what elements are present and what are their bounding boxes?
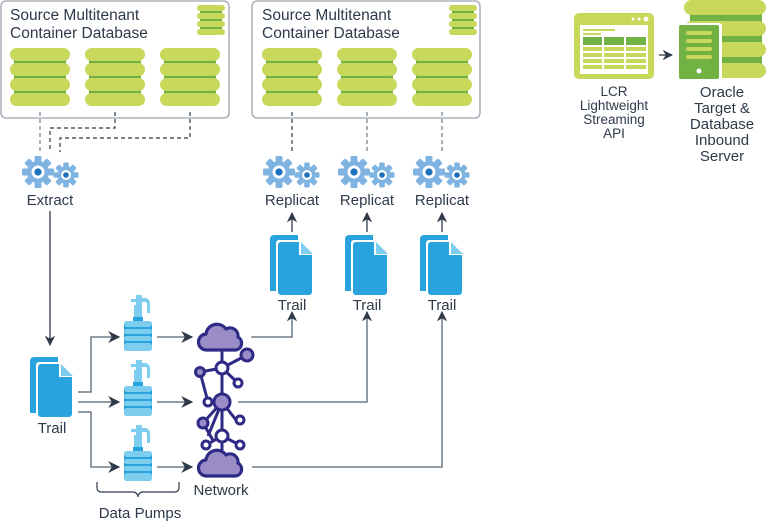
container-title-line1: Source Multitenant bbox=[262, 7, 392, 24]
pdb-to-extract-connectors bbox=[39, 112, 191, 152]
pdb-icon bbox=[412, 48, 472, 106]
extract-process: Extract bbox=[22, 156, 79, 209]
data-pumps: Data Pumps bbox=[96, 295, 182, 522]
source-container-1: Source Multitenant Container Database bbox=[0, 0, 230, 119]
oracle-label-line2: Target & bbox=[694, 100, 750, 117]
connector-line bbox=[251, 315, 293, 338]
network-icon bbox=[194, 322, 255, 478]
connector-arrow bbox=[78, 411, 121, 473]
gear-icon bbox=[22, 156, 79, 188]
document-icon bbox=[30, 357, 73, 417]
data-pump-icon bbox=[124, 295, 152, 351]
replicat-3: Replicat bbox=[413, 156, 470, 209]
connector-arrow bbox=[78, 331, 121, 393]
cdb-icon bbox=[197, 5, 225, 35]
data-pump-icon bbox=[124, 360, 152, 416]
oracle-label-line3: Database bbox=[690, 116, 754, 133]
oracle-label-line5: Server bbox=[700, 148, 744, 165]
document-icon bbox=[345, 235, 388, 295]
pdb-icon bbox=[85, 48, 145, 106]
pdb-icon bbox=[337, 48, 397, 106]
oracle-label-line4: Inbound bbox=[695, 132, 749, 149]
network: Network bbox=[193, 322, 255, 499]
network-label: Network bbox=[193, 482, 249, 499]
gear-icon bbox=[263, 156, 320, 188]
dashed-connector bbox=[49, 112, 116, 152]
pdb-icon bbox=[160, 48, 220, 106]
trail-to-pumps-connectors bbox=[78, 331, 121, 473]
extract-label: Extract bbox=[27, 192, 75, 209]
document-icon bbox=[270, 235, 313, 295]
target-trail-2: Trail bbox=[345, 235, 388, 314]
gear-icon bbox=[338, 156, 395, 188]
source-container-2: Source Multitenant Container Database bbox=[251, 0, 481, 119]
replicat-label: Replicat bbox=[340, 192, 395, 209]
replicat-label: Replicat bbox=[415, 192, 470, 209]
oracle-target: Oracle Target & Database Inbound Server bbox=[676, 0, 766, 165]
trail-label: Trail bbox=[353, 297, 382, 314]
gear-icon bbox=[413, 156, 470, 188]
data-pump-icon bbox=[124, 425, 152, 481]
pdb-icon bbox=[10, 48, 70, 106]
connector-line bbox=[238, 316, 368, 403]
document-icon bbox=[420, 235, 463, 295]
trail-label: Trail bbox=[38, 420, 67, 437]
pumps-to-network-connectors bbox=[157, 331, 194, 473]
brace bbox=[96, 482, 180, 498]
container-title-line1: Source Multitenant bbox=[10, 7, 140, 24]
replicat-2: Replicat bbox=[338, 156, 395, 209]
cdb-icon bbox=[449, 5, 477, 35]
target-trail-3: Trail bbox=[420, 235, 463, 314]
oracle-label-line1: Oracle bbox=[700, 84, 744, 101]
data-pumps-label: Data Pumps bbox=[99, 505, 182, 522]
lcr-label-line2: Lightweight bbox=[580, 98, 649, 113]
replicat-1: Replicat bbox=[263, 156, 320, 209]
pdb-icon bbox=[262, 48, 322, 106]
container-title-line2: Container Database bbox=[262, 25, 400, 42]
container-title-line2: Container Database bbox=[10, 25, 148, 42]
connector-line bbox=[252, 316, 443, 468]
dashed-connector bbox=[59, 112, 191, 152]
replicat-label: Replicat bbox=[265, 192, 320, 209]
target-trail-1: Trail bbox=[270, 235, 313, 314]
trail-label: Trail bbox=[428, 297, 457, 314]
network-to-trails-connectors bbox=[238, 315, 443, 468]
trail-to-replicat-arrows bbox=[286, 211, 448, 232]
api-window-icon bbox=[574, 13, 654, 79]
lcr-api: LCR Lightweight Streaming API bbox=[574, 13, 654, 141]
trail-label: Trail bbox=[278, 297, 307, 314]
database-server-icon bbox=[676, 0, 766, 81]
trail-input-arrows bbox=[286, 310, 448, 322]
lcr-label-line3: Streaming bbox=[583, 112, 645, 127]
lcr-label-line1: LCR bbox=[600, 84, 627, 99]
lcr-label-line4: API bbox=[603, 126, 625, 141]
source-trail: Trail bbox=[30, 357, 73, 437]
